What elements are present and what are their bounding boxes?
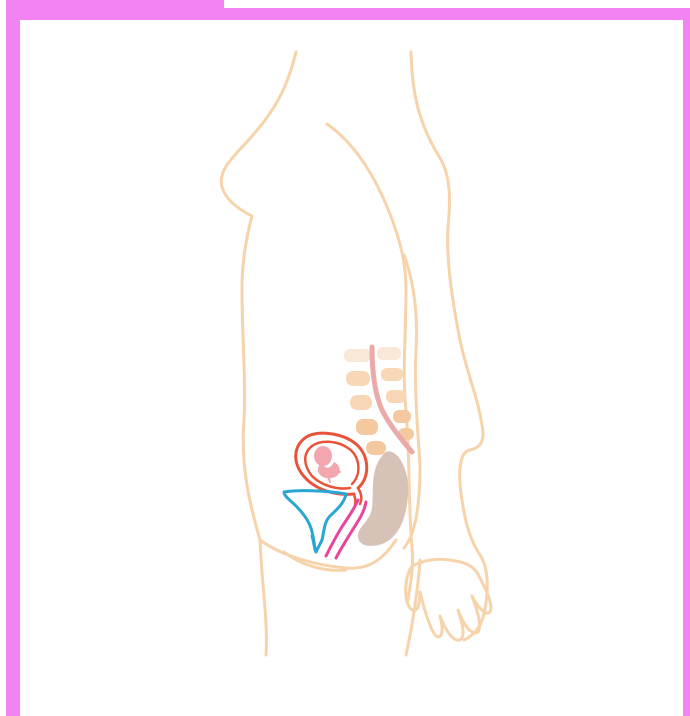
- vertebra: [377, 347, 401, 360]
- vertebra: [350, 395, 372, 410]
- vertebra: [356, 419, 378, 435]
- vertebra: [381, 368, 403, 381]
- vertebra: [386, 390, 406, 403]
- vertebra: [366, 441, 386, 455]
- fetus-head: [314, 446, 332, 466]
- vertebra: [344, 349, 371, 362]
- vertebra: [393, 410, 411, 423]
- vertebra: [346, 371, 370, 386]
- canvas-background: [20, 20, 683, 716]
